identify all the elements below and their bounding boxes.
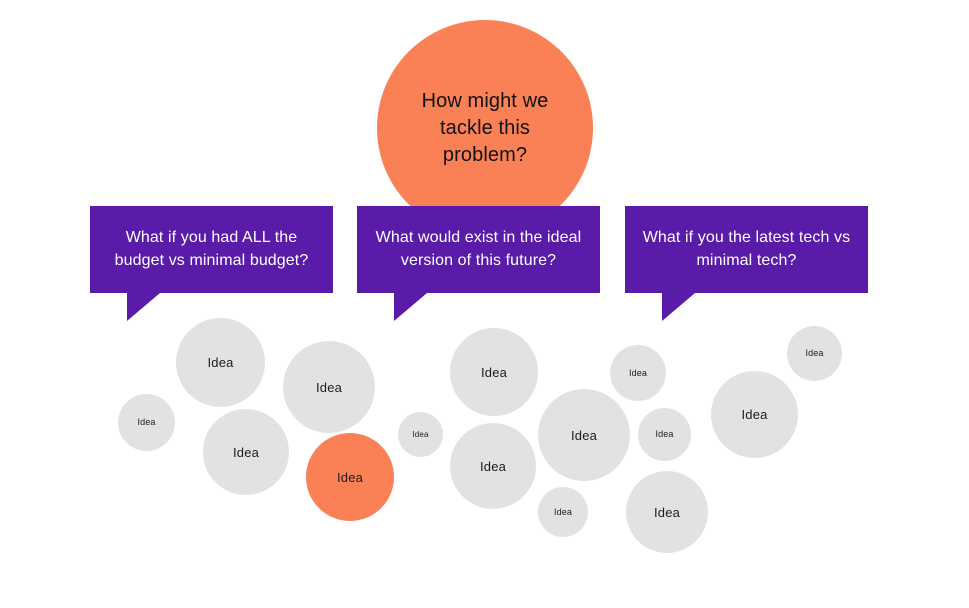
idea-bubble-7[interactable]: Idea (450, 328, 538, 416)
bubble-ideal-future-label: What would exist in the ideal version of… (375, 229, 582, 269)
idea-bubble-1[interactable]: Idea (176, 318, 265, 407)
idea-bubble-3[interactable]: Idea (118, 394, 175, 451)
idea-bubble-14[interactable]: Idea (711, 371, 798, 458)
bubble-budget[interactable]: What if you had ALL the budget vs minima… (90, 206, 333, 293)
idea-label: Idea (571, 427, 597, 443)
idea-bubble-15[interactable]: Idea (787, 326, 842, 381)
idea-bubble-10[interactable]: Idea (538, 487, 588, 537)
idea-bubble-6[interactable]: Idea (398, 412, 443, 457)
idea-label: Idea (655, 429, 674, 439)
idea-label: Idea (480, 458, 506, 474)
idea-label: Idea (553, 506, 573, 517)
idea-bubble-4[interactable]: Idea (203, 409, 289, 495)
idea-bubble-13[interactable]: Idea (626, 471, 708, 553)
bubble-tech-tail (662, 293, 695, 321)
prompt-label: How might we tackle this problem? (421, 89, 549, 166)
idea-label: Idea (207, 355, 234, 370)
how-might-we-prompt[interactable]: How might we tackle this problem? (377, 20, 593, 236)
idea-bubble-9[interactable]: Idea (538, 389, 630, 481)
bubble-budget-label: What if you had ALL the budget vs minima… (114, 229, 309, 269)
idea-label: Idea (628, 367, 648, 378)
bubble-tech[interactable]: What if you the latest tech vs minimal t… (625, 206, 868, 293)
idea-bubble-2[interactable]: Idea (283, 341, 375, 433)
idea-label: Idea (233, 444, 259, 460)
idea-bubble-11[interactable]: Idea (610, 345, 666, 401)
bubble-budget-tail (127, 293, 160, 321)
idea-bubble-8[interactable]: Idea (450, 423, 536, 509)
idea-label: Idea (337, 469, 363, 485)
idea-label: Idea (805, 348, 824, 358)
idea-label: Idea (654, 504, 680, 520)
idea-label: Idea (412, 429, 429, 439)
idea-label: Idea (741, 407, 768, 422)
bubble-ideal-future-tail (394, 293, 427, 321)
idea-bubble-12[interactable]: Idea (638, 408, 691, 461)
bubble-tech-label: What if you the latest tech vs minimal t… (642, 229, 851, 269)
idea-bubble-5[interactable]: Idea (306, 433, 394, 521)
bubble-ideal-future[interactable]: What would exist in the ideal version of… (357, 206, 600, 293)
idea-label: Idea (137, 417, 156, 427)
idea-label: Idea (481, 364, 507, 380)
idea-label: Idea (316, 379, 342, 395)
